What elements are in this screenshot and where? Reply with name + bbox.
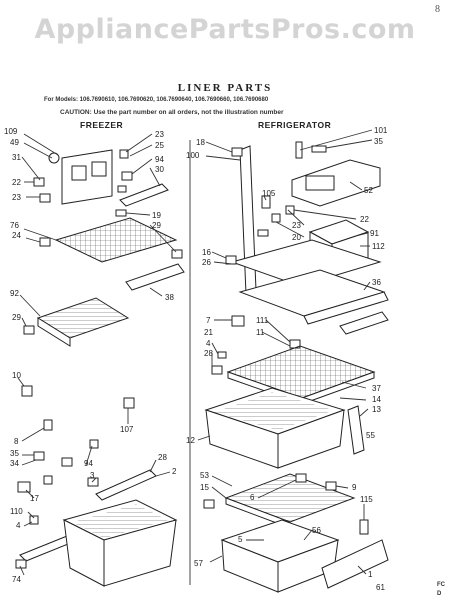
callout-label: 16 [202, 248, 211, 257]
callout-label: 4 [16, 521, 21, 530]
callout-label: 2 [172, 467, 177, 476]
refrigerator-section-label: REFRIGERATOR [258, 120, 332, 130]
callout-label: 57 [194, 559, 203, 568]
watermark: AppliancePartsPros.com [34, 14, 416, 45]
callout-label: 23 [155, 130, 164, 139]
freezer-shelf-support [115, 183, 169, 217]
callout-label: 29 [12, 313, 21, 322]
callout-label: 8 [14, 437, 19, 446]
refrigerator-small-parts-top [257, 195, 295, 237]
refrigerator-shelf-trim [339, 311, 389, 335]
callout-label: 22 [360, 215, 369, 224]
callout-label: 109 [4, 127, 18, 136]
crisper-pan [204, 387, 346, 469]
callout-label: 34 [10, 459, 19, 468]
callout-label: 101 [374, 126, 388, 135]
callout-label: 18 [196, 138, 205, 147]
refrigerator-vertical-rail [231, 145, 257, 295]
callout-label: 11 [256, 328, 265, 337]
callout-label: 28 [158, 453, 167, 462]
callout-label: 105 [262, 189, 276, 198]
callout-labels: 109 49 31 22 23 23 25 94 30 19 29 76 24 … [4, 126, 388, 592]
callout-label: 28 [204, 349, 213, 358]
callout-label: 7 [206, 316, 211, 325]
diagram-title: LINER PARTS [177, 82, 273, 94]
callout-label: 21 [204, 328, 213, 337]
callout-label: 12 [186, 436, 195, 445]
callout-label: 94 [155, 155, 164, 164]
freezer-wire-shelf [39, 217, 178, 263]
callout-label: 115 [360, 495, 373, 504]
callout-label: 14 [372, 395, 381, 404]
callout-leaders [17, 129, 373, 576]
freezer-section-label: FREEZER [80, 120, 124, 130]
freezer-small-parts-top [33, 149, 133, 203]
callout-label: 100 [186, 151, 200, 160]
callout-label: 19 [152, 211, 161, 220]
meat-keeper-cover [203, 473, 356, 529]
footer-code-d: D [437, 591, 442, 597]
callout-label: 3 [90, 471, 95, 480]
freezer-ice-shelf [23, 297, 130, 347]
callout-label: 111 [256, 316, 269, 325]
callout-label: 23 [292, 221, 301, 230]
callout-label: 35 [10, 449, 19, 458]
callout-label: 5 [238, 535, 243, 544]
callout-label: 20 [292, 233, 301, 242]
callout-label: 17 [30, 494, 39, 503]
callout-label: 15 [200, 483, 209, 492]
callout-label: 1 [368, 570, 373, 579]
toe-grille-panel [321, 519, 389, 589]
refrigerator-control-housing [291, 141, 381, 207]
callout-label: 25 [155, 141, 164, 150]
callout-label: 74 [12, 575, 21, 584]
callout-label: 56 [312, 526, 321, 535]
callout-label: 35 [374, 137, 383, 146]
callout-label: 112 [372, 242, 385, 251]
callout-label: 31 [12, 153, 21, 162]
callout-label: 24 [12, 231, 21, 240]
callout-label: 36 [372, 278, 381, 287]
crisper-slide [347, 405, 365, 455]
models-line: For Models: 106.7690610, 106.7690620, 10… [44, 97, 269, 103]
freezer-air-panel [48, 149, 113, 205]
footer-code-fc: FC [437, 582, 445, 588]
callout-label: 110 [10, 507, 23, 516]
callout-label: 9 [352, 483, 357, 492]
callout-label: 26 [202, 258, 211, 267]
callout-label: 23 [12, 193, 21, 202]
callout-label: 52 [364, 186, 373, 195]
callout-label: 37 [372, 384, 381, 393]
callout-label: 92 [10, 289, 19, 298]
corner-mark: 8 [435, 4, 440, 15]
callout-label: 13 [372, 405, 381, 414]
callout-label: 38 [165, 293, 174, 302]
meat-keeper-pan [220, 519, 340, 593]
callout-label: 22 [12, 178, 21, 187]
callout-label: 30 [155, 165, 164, 174]
freezer-shelf-trim [125, 249, 185, 291]
caution-line: CAUTION: Use the part number on all orde… [60, 109, 284, 116]
callout-label: 10 [12, 371, 21, 380]
callout-label: 49 [10, 138, 19, 147]
callout-label: 91 [370, 229, 379, 238]
callout-label: 29 [152, 221, 161, 230]
callout-label: 6 [250, 493, 255, 502]
callout-label: 94 [84, 459, 93, 468]
freezer-basket [62, 499, 178, 587]
freezer-basket-rails [15, 469, 157, 569]
callout-label: 61 [376, 583, 385, 592]
callout-label: 55 [366, 431, 375, 440]
freezer-small-parts-mid [17, 385, 135, 493]
refrigerator-glass-shelf [225, 239, 389, 325]
callout-label: 76 [10, 221, 19, 230]
callout-label: 4 [206, 339, 211, 348]
callout-label: 107 [120, 425, 134, 434]
callout-label: 53 [200, 471, 209, 480]
